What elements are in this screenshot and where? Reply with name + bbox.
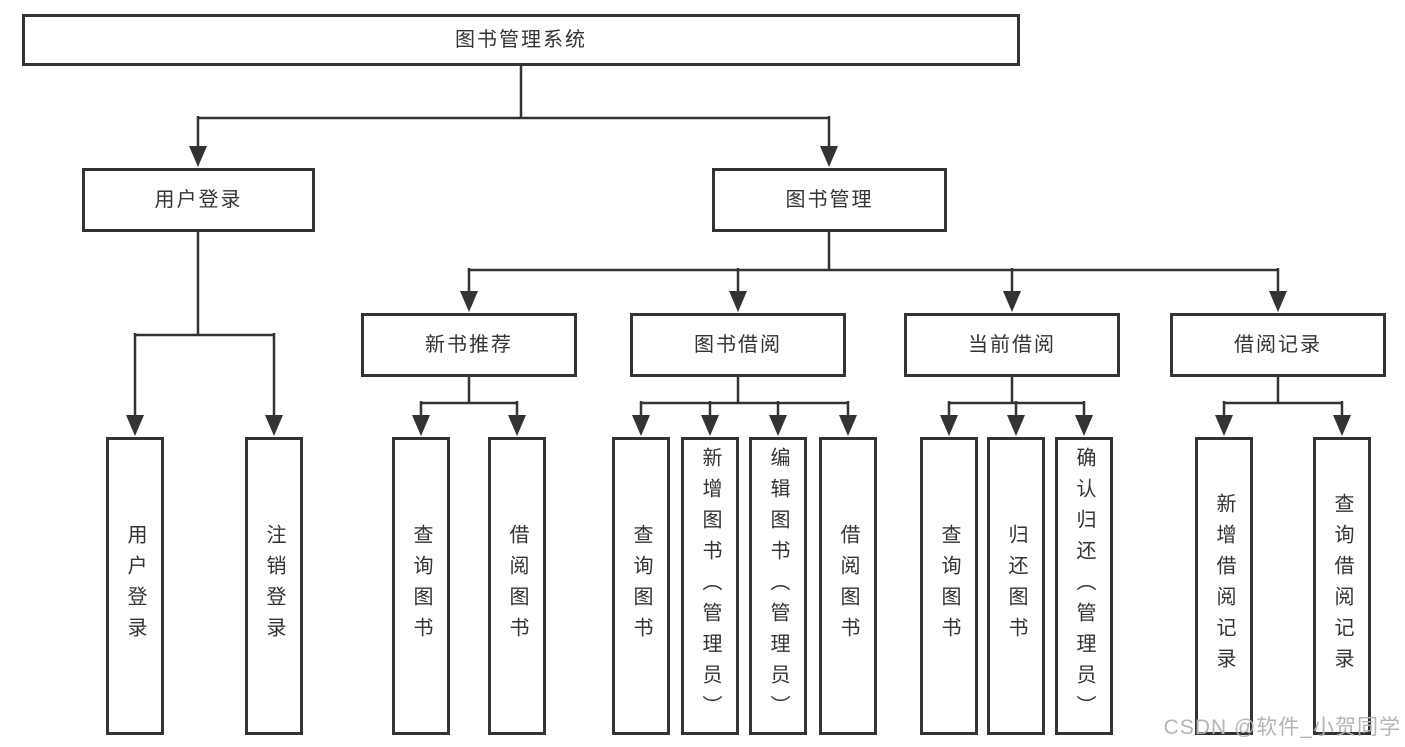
leaf-borrow-books-recommend: 借阅图书	[488, 437, 546, 735]
leaf-query-books-current: 查询图书	[920, 437, 978, 735]
node-borrowing-records: 借阅记录	[1170, 313, 1386, 377]
node-new-book-recommendation: 新书推荐	[361, 313, 577, 377]
leaf-query-books-recommend: 查询图书	[392, 437, 450, 735]
leaf-add-borrow-record: 新增借阅记录	[1195, 437, 1253, 735]
node-book-management: 图书管理	[712, 168, 947, 232]
leaf-add-book-admin: 新增图书（管理员）	[681, 437, 739, 735]
node-root: 图书管理系统	[22, 14, 1020, 66]
leaf-return-books: 归还图书	[987, 437, 1045, 735]
node-book-borrowing: 图书借阅	[630, 313, 846, 377]
leaf-query-borrow-record: 查询借阅记录	[1313, 437, 1371, 735]
leaf-edit-book-admin: 编辑图书（管理员）	[749, 437, 807, 735]
csdn-watermark: CSDN @软件_小贺同学	[1163, 716, 1401, 739]
leaf-user-login: 用户登录	[106, 437, 164, 735]
leaf-logout: 注销登录	[245, 437, 303, 735]
node-current-borrowing: 当前借阅	[904, 313, 1120, 377]
node-user-login: 用户登录	[82, 168, 315, 232]
leaf-confirm-return-admin: 确认归还（管理员）	[1055, 437, 1113, 735]
leaf-borrow-books-borrowing: 借阅图书	[819, 437, 877, 735]
leaf-query-books-borrowing: 查询图书	[612, 437, 670, 735]
